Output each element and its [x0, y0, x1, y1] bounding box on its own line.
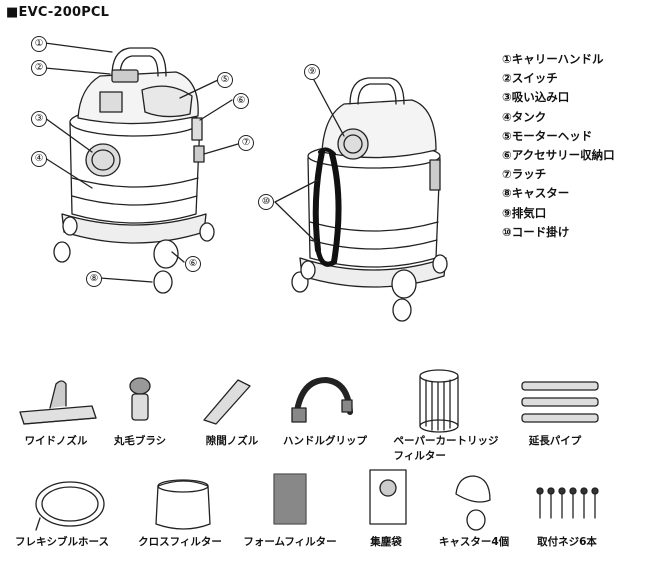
callout-3: ③ [31, 111, 47, 127]
callout-5: ⑤ [217, 72, 233, 88]
parts-list-item: ⑥アクセサリー収納口 [502, 147, 615, 162]
accessory-label-round-brush: 丸毛ブラシ [113, 435, 167, 447]
accessory-label-wide-nozzle: ワイドノズル [24, 435, 88, 447]
parts-list-item: ②スイッチ [502, 71, 558, 86]
callout-6b: ⑥ [185, 256, 201, 272]
extension-pipe-illustration [521, 381, 599, 423]
parts-list-item: ⑨排気口 [502, 205, 547, 220]
callout-10: ⑩ [258, 194, 274, 210]
accessory-label-flexible-hose: フレキシブルホース [15, 536, 109, 548]
parts-list-item: ④タンク [502, 109, 547, 124]
model-title: ■EVC-200PCL [6, 5, 110, 20]
parts-list: ①キャリーハンドル ②スイッチ ③吸い込み口 ④タンク ⑤モーターヘッド ⑥アク… [502, 50, 615, 242]
accessory-label-dust-bag: 集塵袋 [370, 536, 402, 548]
accessory-label-screws: 取付ネジ6本 [537, 536, 597, 548]
vacuum-front-illustration [53, 47, 215, 294]
accessory-label-foam-filter: フォームフィルター [243, 536, 337, 548]
parts-list-item: ①キャリーハンドル [502, 52, 604, 66]
flexible-hose-illustration [35, 481, 105, 531]
parts-list-item: ③吸い込み口 [502, 90, 570, 105]
paper-filter-illustration [419, 369, 459, 433]
callout-9: ⑨ [304, 64, 320, 80]
accessory-label-casters: キャスター4個 [438, 536, 510, 548]
accessory-label-extension-pipe: 延長パイプ [528, 435, 582, 447]
accessory-label-handle-grip: ハンドルグリップ [283, 435, 367, 447]
callout-2: ② [31, 60, 47, 76]
screw-set-illustration [536, 487, 599, 519]
accessory-label-paper-filter: ペーパーカートリッジ フィルター [393, 435, 499, 462]
caster-set-illustration [455, 475, 491, 531]
parts-list-item: ⑧キャスター [502, 186, 570, 201]
callout-1: ① [31, 36, 47, 52]
vacuum-rear-illustration [291, 77, 448, 322]
parts-list-item: ⑤モーターヘッド [502, 128, 593, 143]
crevice-nozzle-illustration [203, 379, 251, 425]
accessory-label-cloth-filter: クロスフィルター [138, 536, 222, 548]
parts-list-item: ⑦ラッチ [502, 167, 547, 182]
accessory-label-crevice-nozzle: 隙間ノズル [205, 435, 259, 447]
callout-6a: ⑥ [233, 93, 249, 109]
cloth-filter-illustration [155, 479, 211, 530]
foam-filter-illustration [273, 473, 307, 525]
round-brush-illustration [129, 377, 151, 421]
parts-list-item: ⑩コード掛け [502, 224, 570, 239]
callout-8: ⑧ [86, 271, 102, 287]
handle-grip-illustration [291, 377, 353, 423]
callout-7: ⑦ [238, 135, 254, 151]
wide-nozzle-illustration [19, 380, 97, 425]
callout-4: ④ [31, 151, 47, 167]
dust-bag-illustration [369, 469, 407, 525]
